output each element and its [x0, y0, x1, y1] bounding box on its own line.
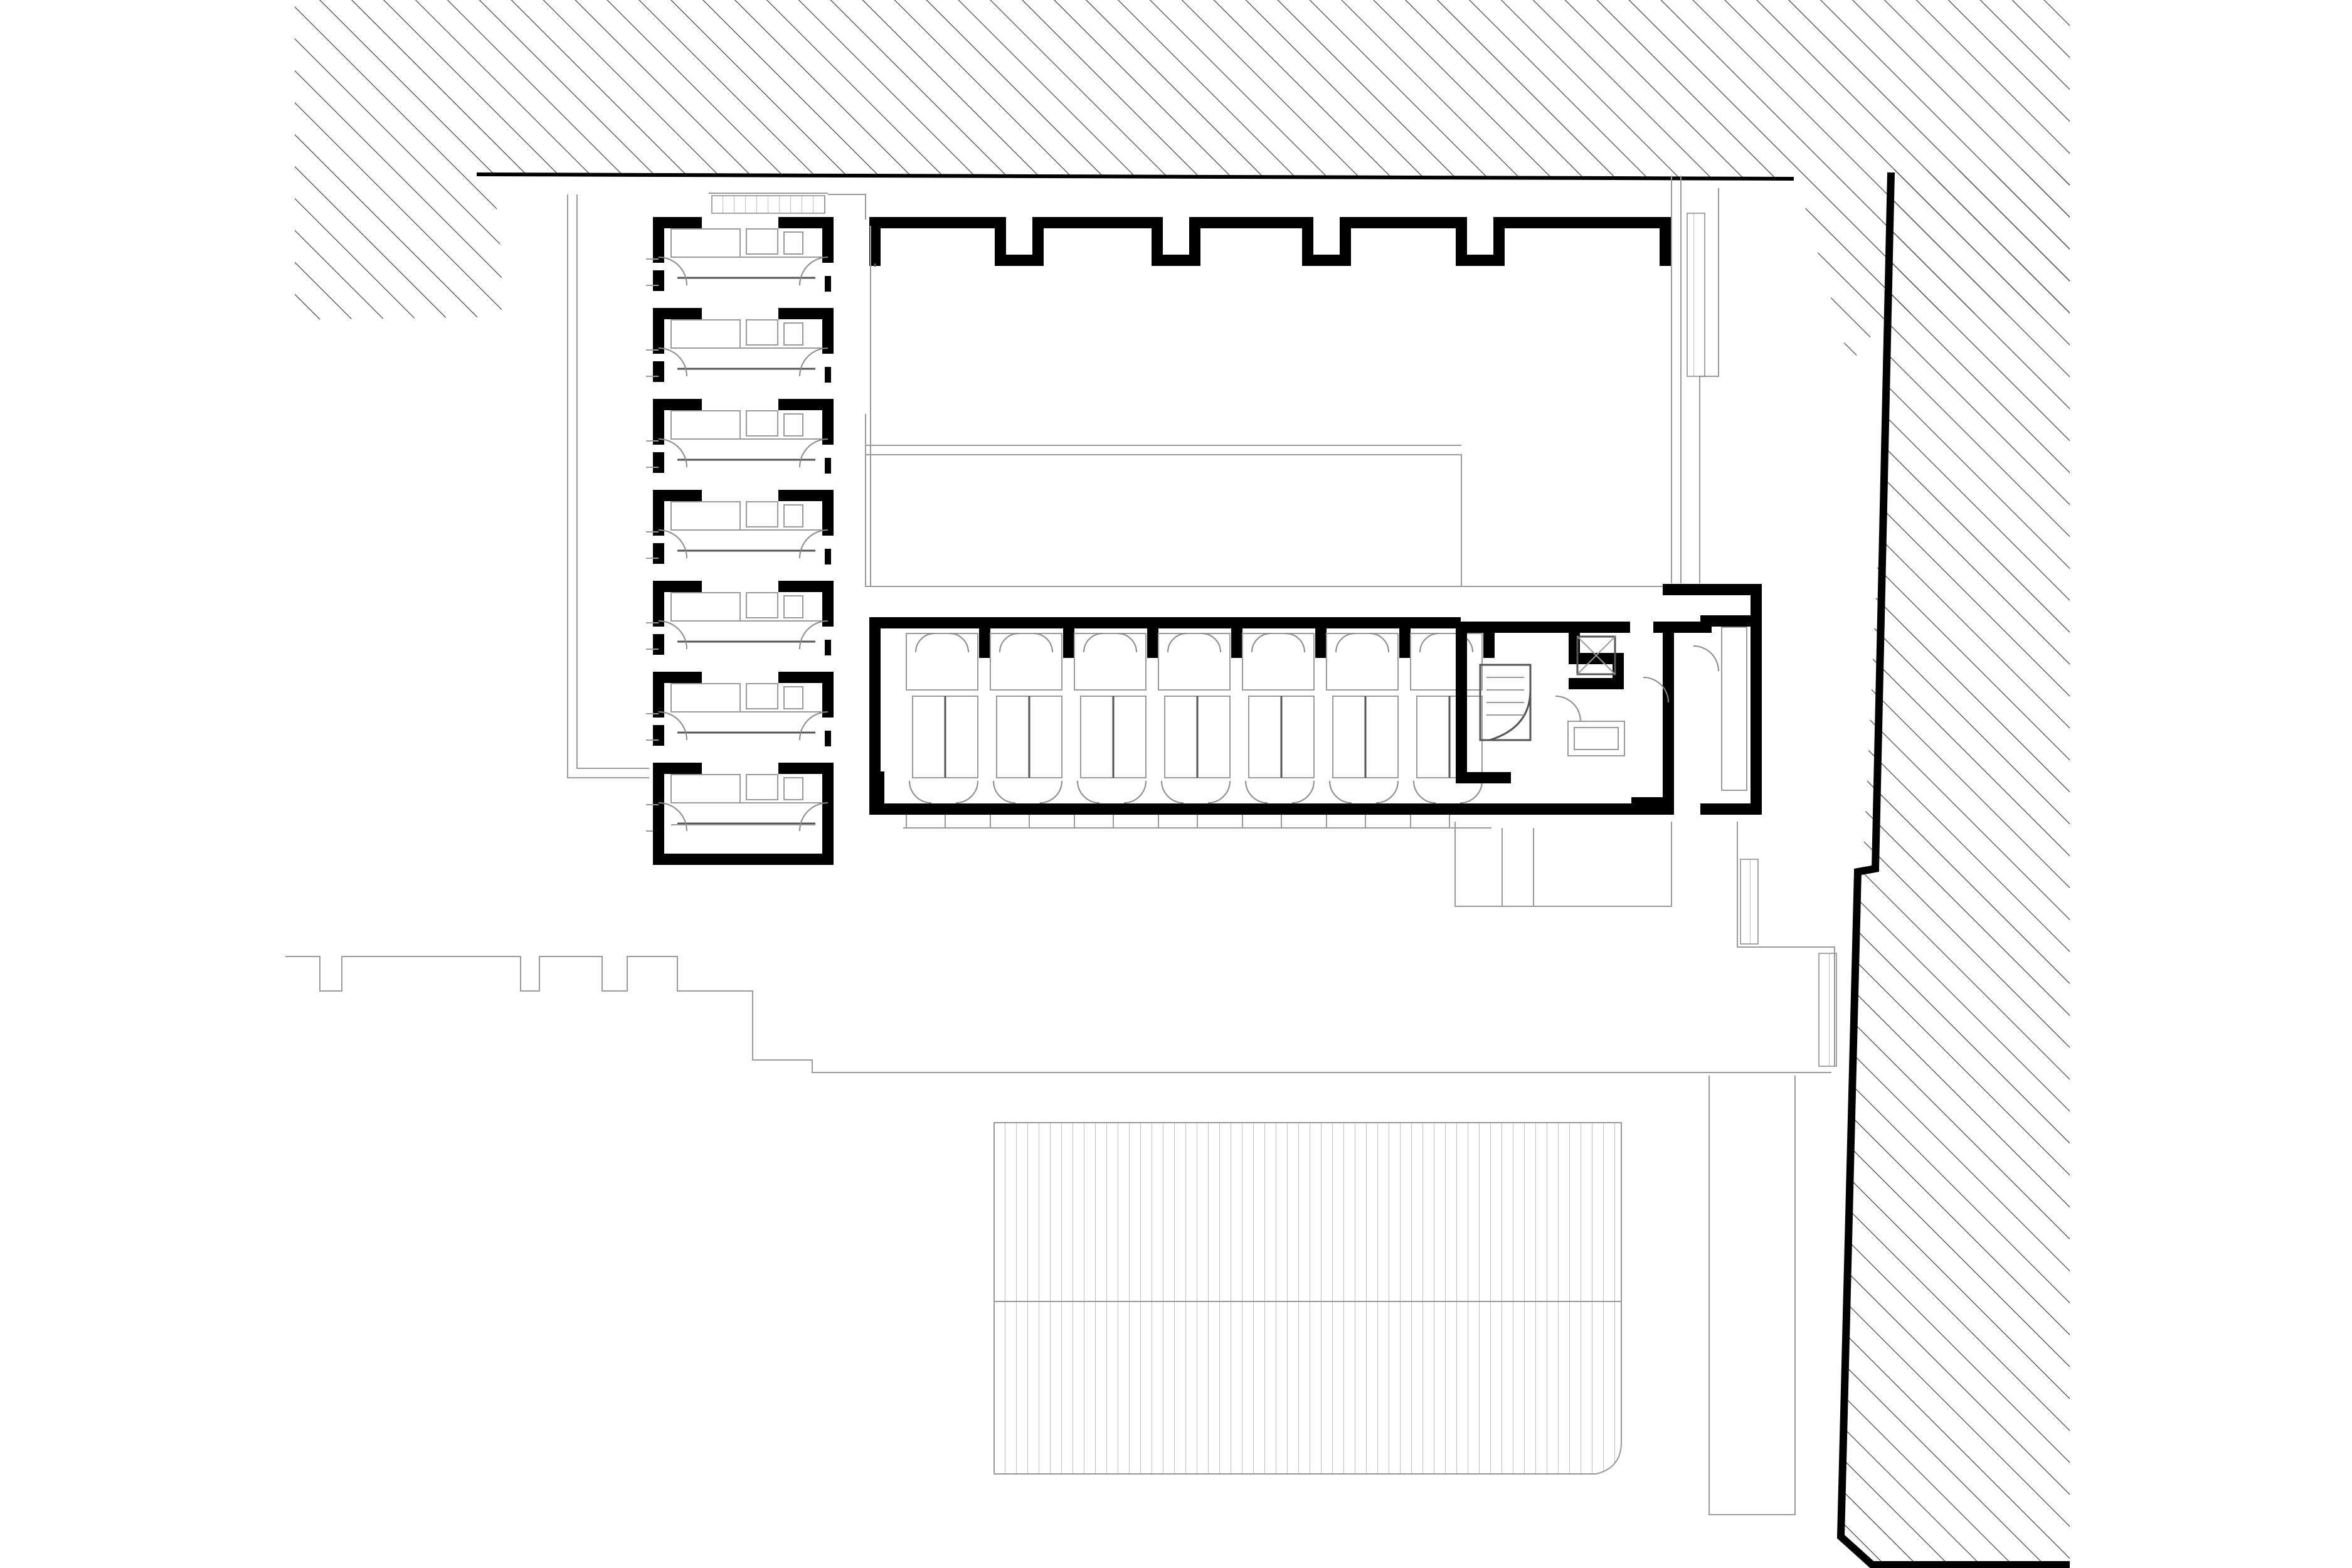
south-wing-walls: [869, 617, 1461, 815]
west-wing-unit: [646, 490, 834, 564]
site-lines: [285, 176, 1835, 1515]
west-wing: [646, 217, 834, 865]
south-wing-unit: [1326, 622, 1411, 828]
exterior-stairs: [711, 195, 1837, 1067]
south-wing: [903, 622, 1495, 829]
west-wing-unit: [646, 217, 834, 292]
south-wing-unit: [1074, 622, 1158, 828]
south-wing-unit: [906, 622, 990, 828]
south-wing-unit: [1242, 622, 1327, 828]
west-wing-unit: [646, 763, 834, 837]
hatched-area-north: [295, 0, 2070, 364]
west-wing-unit: [646, 672, 834, 746]
south-wing-unit: [1158, 622, 1242, 828]
west-wing-unit: [646, 581, 834, 655]
neighbor-buildings: [295, 0, 2070, 1568]
elevator-shaft: [1576, 635, 1616, 675]
west-wing-unit: [646, 399, 834, 474]
service-core: [1456, 584, 1762, 815]
hatched-area-east: [1841, 169, 2070, 1568]
south-wing-unit: [990, 622, 1074, 828]
canopy-roof: [993, 1122, 1622, 1475]
south-wing-unit: [1410, 622, 1495, 828]
spiral-stair: [1479, 664, 1532, 741]
west-wing-unit: [646, 308, 834, 383]
north-wing: [869, 217, 1671, 586]
